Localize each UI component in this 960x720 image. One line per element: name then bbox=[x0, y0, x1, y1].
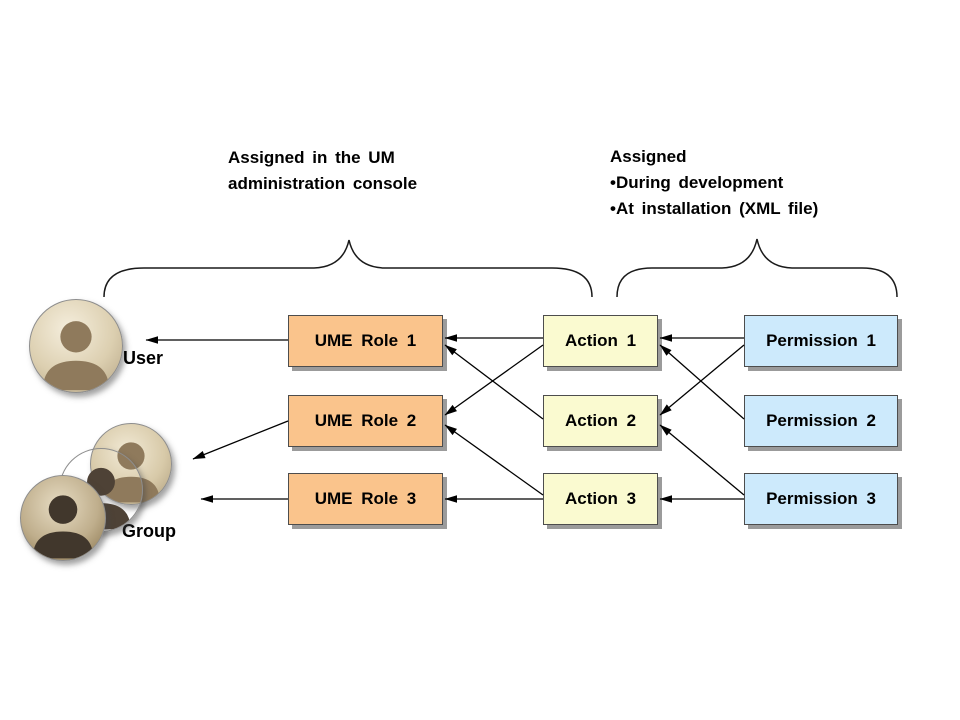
left-brace bbox=[103, 239, 593, 298]
person-silhouette-icon bbox=[42, 321, 110, 391]
edge-action-2-to-ume-role-1 bbox=[444, 344, 544, 420]
edge-action-3-to-ume-role-2 bbox=[444, 424, 544, 496]
ume-role-3-box: UME Role 3 bbox=[288, 473, 443, 525]
edge-permission-1-to-action-2 bbox=[659, 344, 745, 416]
group-label: Group bbox=[122, 521, 176, 541]
edge-action-1-to-ume-role-2 bbox=[444, 344, 544, 416]
right-annotation-line: Assigned bbox=[610, 147, 687, 166]
right-annotation: Assigned •During development •At install… bbox=[610, 144, 818, 222]
permission-3-box: Permission 3 bbox=[744, 473, 898, 525]
edge-permission-3-to-action-2 bbox=[659, 424, 745, 496]
action-2-box: Action 2 bbox=[543, 395, 658, 447]
edge-permission-2-to-action-1 bbox=[659, 344, 745, 420]
permission-2-box: Permission 2 bbox=[744, 395, 898, 447]
group-photo-front bbox=[20, 475, 106, 561]
left-annotation: Assigned in the UM administration consol… bbox=[228, 145, 417, 197]
action-3-box: Action 3 bbox=[543, 473, 658, 525]
right-annotation-bullet: •During development bbox=[610, 173, 784, 192]
person-silhouette-icon bbox=[32, 495, 94, 559]
right-brace bbox=[616, 238, 898, 298]
permission-1-box: Permission 1 bbox=[744, 315, 898, 367]
edge-ume-role-2-to-group bbox=[192, 420, 289, 460]
right-annotation-bullet: •At installation (XML file) bbox=[610, 199, 819, 218]
user-photo bbox=[29, 299, 123, 393]
left-annotation-line: Assigned in the UM bbox=[228, 148, 395, 167]
ume-role-1-box: UME Role 1 bbox=[288, 315, 443, 367]
left-annotation-line: administration console bbox=[228, 174, 418, 193]
action-1-box: Action 1 bbox=[543, 315, 658, 367]
ume-role-2-box: UME Role 2 bbox=[288, 395, 443, 447]
user-label: User bbox=[123, 348, 164, 368]
